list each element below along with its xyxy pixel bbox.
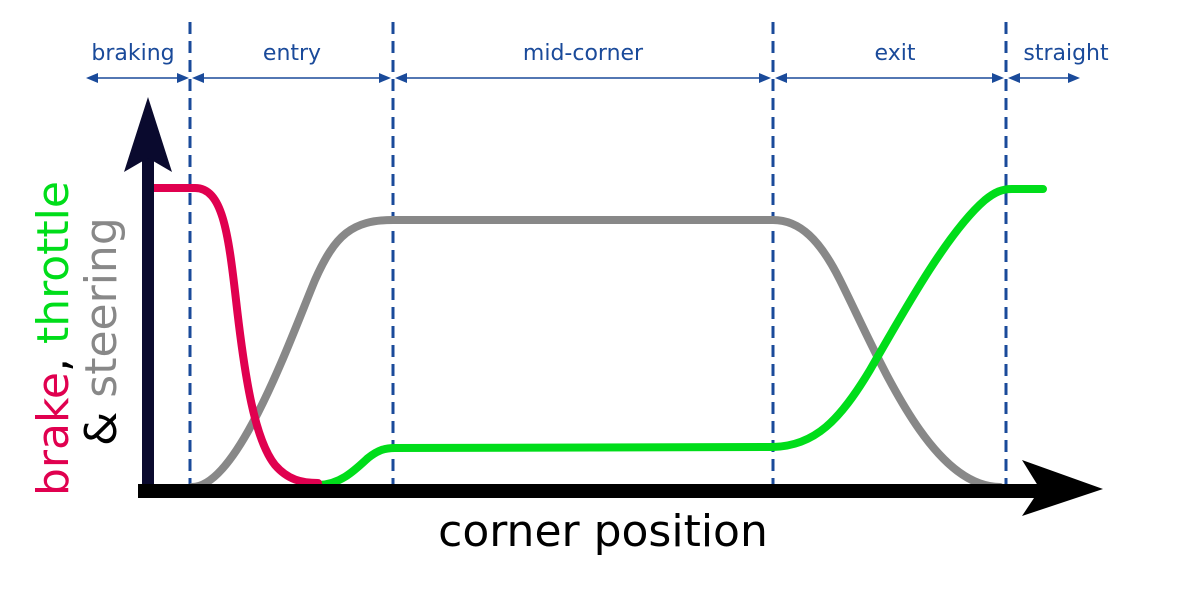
phase-label-entry: entry [263, 41, 321, 66]
brake-label: brake [28, 372, 79, 496]
brake-curve [148, 184, 322, 487]
phase-arrow-straight [1008, 73, 1080, 83]
steering-label: steering [76, 217, 127, 397]
phase-label-straight: straight [1023, 41, 1109, 66]
y-axis [124, 97, 172, 492]
y-axis-label-line-1: brake, throttle [28, 181, 79, 496]
phase-arrow-mid-corner [395, 73, 771, 83]
phase-arrow-entry [192, 73, 391, 83]
phase-label-mid-corner: mid-corner [523, 41, 644, 66]
phase-arrow-exit [775, 73, 1004, 83]
phase-label-exit: exit [875, 41, 916, 66]
ampersand-label: & [76, 398, 127, 446]
y-axis-label-line-2: & steering [76, 217, 127, 446]
steering-curve [188, 216, 1004, 491]
throttle-label: throttle [28, 181, 79, 344]
throttle-curve [314, 185, 1047, 489]
x-axis-label: corner position [438, 506, 768, 557]
x-axis [138, 460, 1103, 516]
phase-arrow-braking [86, 73, 189, 83]
phase-label-braking: braking [91, 41, 174, 66]
y-axis-label: brake, throttle [28, 181, 79, 496]
svg-text:& steering: & steering [76, 217, 127, 446]
comma-label: , [28, 344, 79, 372]
